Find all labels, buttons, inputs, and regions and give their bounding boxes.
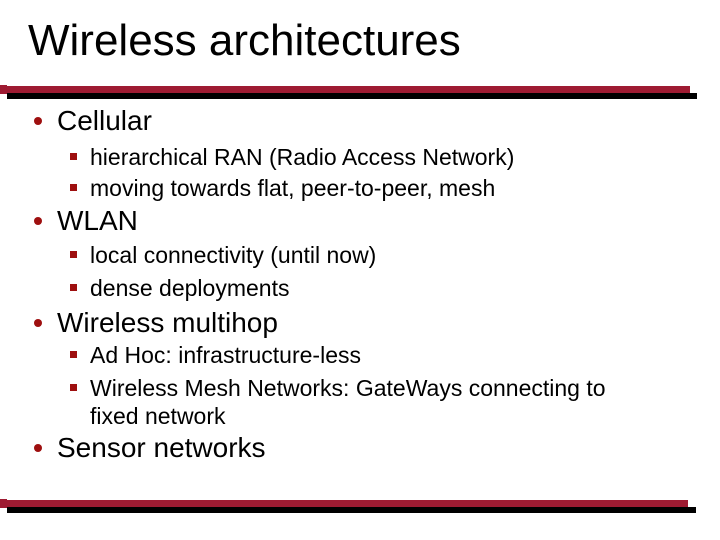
square-bullet-icon [70, 384, 77, 391]
sub-bullet-item: Ad Hoc: infrastructure-less [0, 341, 361, 369]
round-bullet-icon [34, 117, 42, 125]
sub-bullet-item: Wireless Mesh Networks: GateWays connect… [0, 374, 642, 430]
bullet-label: Cellular [57, 105, 152, 136]
sub-bullet-item: moving towards flat, peer-to-peer, mesh [0, 174, 495, 202]
square-bullet-icon [70, 351, 77, 358]
sub-bullet-label: hierarchical RAN (Radio Access Network) [90, 144, 515, 170]
divider-red-bar [0, 86, 690, 93]
bullet-item-wireless-multihop: Wireless multihop [0, 307, 278, 339]
bullet-label: Wireless multihop [57, 307, 278, 338]
divider-red-bar [0, 500, 688, 507]
round-bullet-icon [34, 444, 42, 452]
sub-bullet-label: Ad Hoc: infrastructure-less [90, 342, 361, 368]
square-bullet-icon [70, 153, 77, 160]
bullet-item-wlan: WLAN [0, 205, 138, 237]
footer-divider [0, 499, 720, 515]
bullet-item-sensor-networks: Sensor networks [0, 432, 266, 464]
sub-bullet-item: hierarchical RAN (Radio Access Network) [0, 143, 514, 171]
sub-bullet-label: moving towards flat, peer-to-peer, mesh [90, 175, 496, 201]
square-bullet-icon [70, 184, 77, 191]
sub-bullet-label: dense deployments [90, 275, 290, 301]
bullet-label: Sensor networks [57, 432, 266, 463]
sub-bullet-label: local connectivity (until now) [90, 242, 377, 268]
sub-bullet-item: dense deployments [0, 274, 289, 302]
round-bullet-icon [34, 319, 42, 327]
divider-black-bar [7, 93, 697, 99]
divider-black-bar [7, 507, 696, 513]
square-bullet-icon [70, 251, 77, 258]
sub-bullet-item: local connectivity (until now) [0, 241, 376, 269]
sub-bullet-label: Wireless Mesh Networks: GateWays connect… [90, 375, 606, 429]
bullet-label: WLAN [57, 205, 138, 236]
slide-title: Wireless architectures [28, 16, 461, 65]
round-bullet-icon [34, 217, 42, 225]
title-divider [0, 85, 720, 101]
square-bullet-icon [70, 284, 77, 291]
bullet-item-cellular: Cellular [0, 105, 152, 137]
